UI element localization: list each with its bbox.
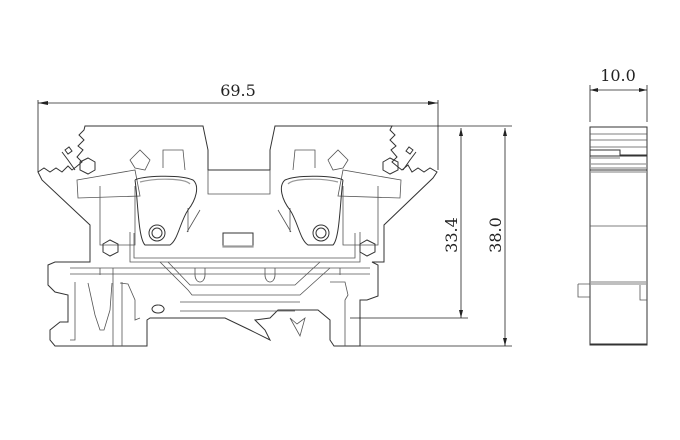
hex-nut-left-bottom bbox=[102, 239, 119, 257]
hex-nut-right-bottom bbox=[359, 239, 376, 257]
side-view bbox=[577, 126, 648, 346]
dimension-label-width: 69.5 bbox=[220, 81, 256, 100]
hex-nut-right-top bbox=[382, 157, 399, 175]
thickness-dimension: 10.0 bbox=[589, 66, 648, 122]
front-view bbox=[37, 125, 438, 347]
dimension-label-height-total: 38.0 bbox=[486, 217, 505, 253]
hex-nut-left-top bbox=[79, 157, 96, 175]
height-dimensions: 33.4 38.0 bbox=[350, 125, 512, 347]
inner-channel bbox=[133, 233, 356, 259]
right-spring-clamp bbox=[280, 146, 417, 257]
left-spring-clamp bbox=[61, 146, 198, 257]
front-outline bbox=[37, 125, 438, 347]
center-window bbox=[222, 232, 254, 248]
width-dimension: 69.5 bbox=[37, 81, 439, 172]
dimension-label-height-inner: 33.4 bbox=[442, 217, 461, 253]
dimension-label-thickness: 10.0 bbox=[600, 66, 636, 85]
